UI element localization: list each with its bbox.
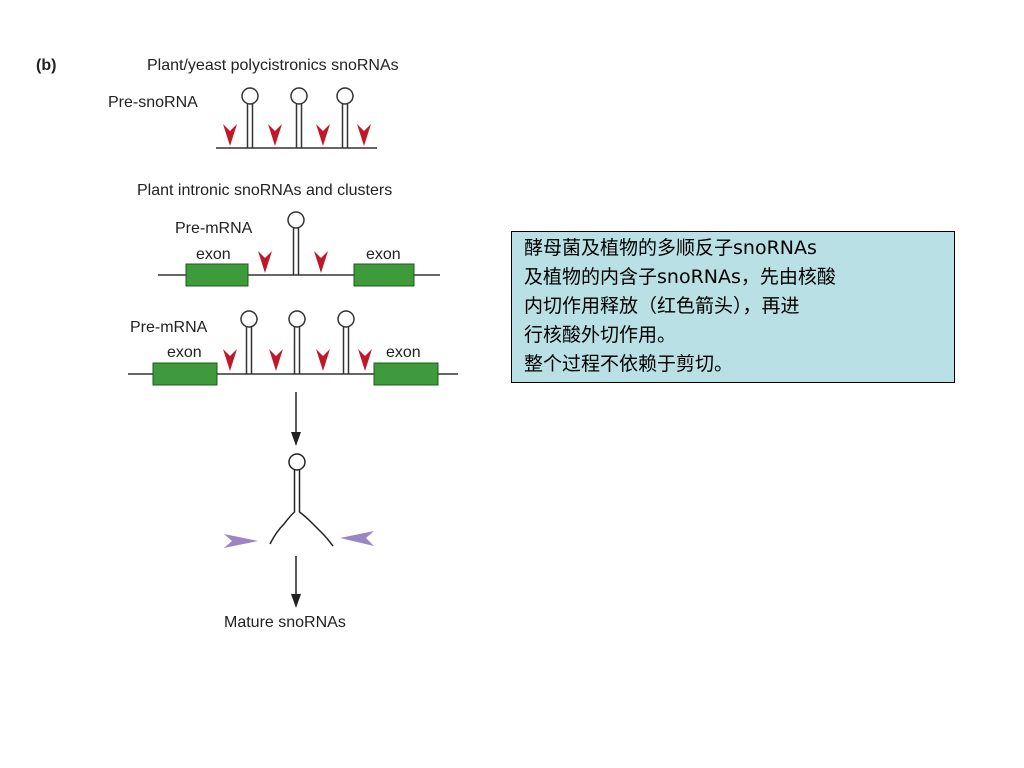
- note-line: 内切作用释放（红色箭头），再进: [524, 295, 800, 317]
- snorna-hairpin: [337, 310, 355, 374]
- endonuclease-cut-arrow: [358, 349, 372, 371]
- note-line: 整个过程不依赖于剪切。: [524, 353, 734, 375]
- cluster-pre-mrna-label: Pre-mRNA: [130, 319, 208, 336]
- released-snorna: [269, 453, 334, 547]
- endonuclease-cut-arrow: [223, 124, 237, 146]
- note-line: 及植物的内含子snoRNAs，先由核酸: [524, 266, 836, 288]
- process-arrow: [291, 556, 301, 608]
- exonuclease-trim-arrow: [340, 531, 374, 546]
- snorna-hairpin: [336, 87, 354, 148]
- endonuclease-cut-arrow: [268, 124, 282, 146]
- intronic-title: Plant intronic snoRNAs and clusters: [137, 182, 392, 199]
- exon-box: [353, 263, 415, 287]
- note-line: 行核酸外切作用。: [524, 324, 677, 346]
- exon-box: [185, 263, 249, 287]
- intronic-single-row: exon exon: [158, 211, 440, 287]
- endonuclease-cut-arrow: [316, 124, 330, 146]
- pre-snorna-label: Pre-snoRNA: [108, 94, 198, 111]
- pre-snorna-row: [216, 87, 377, 149]
- endonuclease-cut-arrow: [314, 251, 328, 273]
- endonuclease-cut-arrow: [316, 349, 330, 371]
- endonuclease-cut-arrow: [258, 251, 272, 273]
- exon-box: [152, 362, 218, 386]
- endonuclease-cut-arrow: [269, 349, 283, 371]
- explanation-note: 酵母菌及植物的多顺反子snoRNAs 及植物的内含子snoRNAs，先由核酸 内…: [511, 231, 955, 383]
- exon-label: exon: [366, 246, 401, 263]
- intronic-cluster-row: exon exon: [128, 310, 458, 386]
- snorna-hairpin: [288, 310, 306, 374]
- exon-label: exon: [386, 344, 421, 361]
- single-pre-mrna-label: Pre-mRNA: [175, 220, 253, 237]
- snorna-hairpin: [287, 211, 305, 275]
- process-arrow: [291, 392, 301, 446]
- note-line: 酵母菌及植物的多顺反子snoRNAs: [524, 237, 817, 259]
- snorna-hairpin: [240, 310, 258, 374]
- endonuclease-cut-arrow: [223, 349, 237, 371]
- exon-label: exon: [167, 344, 202, 361]
- exonuclease-trim-arrow: [224, 534, 258, 548]
- snorna-hairpin: [290, 87, 308, 148]
- endonuclease-cut-arrow: [357, 124, 371, 146]
- mature-snornas-label: Mature snoRNAs: [224, 614, 346, 631]
- exon-box: [373, 362, 439, 386]
- snorna-hairpin: [241, 87, 259, 148]
- polycistronic-title: Plant/yeast polycistronics snoRNAs: [147, 57, 399, 74]
- panel-label: (b): [36, 57, 56, 74]
- exon-label: exon: [196, 246, 231, 263]
